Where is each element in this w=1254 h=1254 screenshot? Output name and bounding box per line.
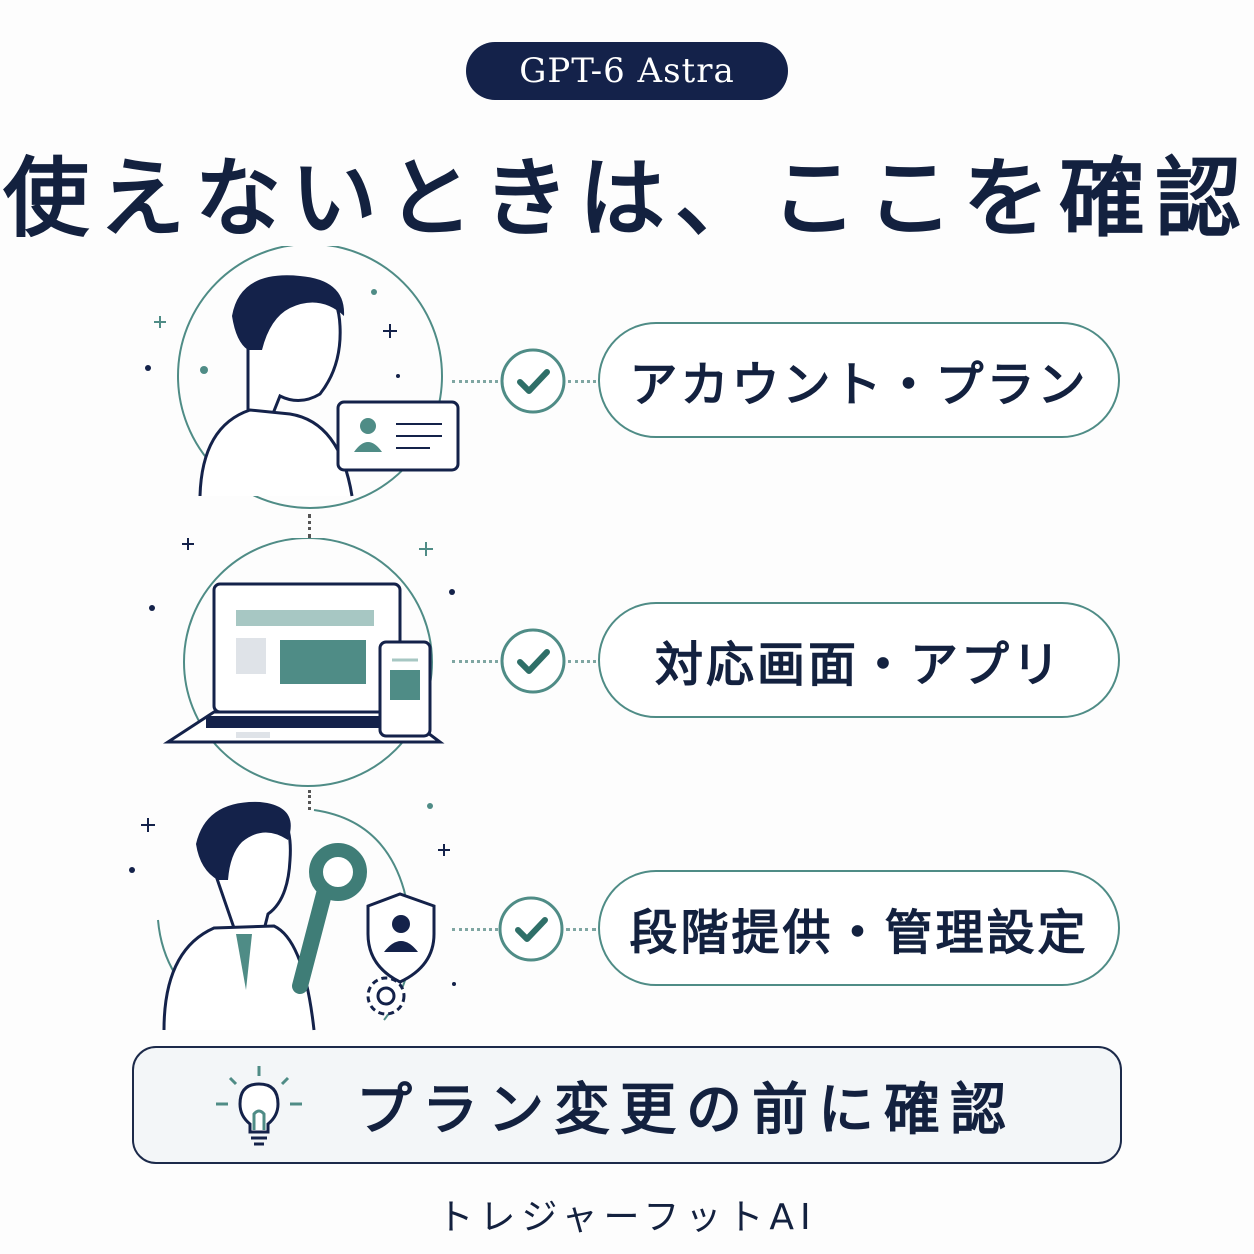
vertical-connector <box>308 514 311 538</box>
connector-dots <box>452 928 498 931</box>
notice-banner: プラン変更の前に確認 <box>132 1046 1122 1164</box>
model-badge: GPT-6 Astra <box>466 42 788 100</box>
account-illustration <box>145 246 460 509</box>
check-item-device: 対応画面・アプリ <box>598 602 1120 718</box>
page-title: 使えないときは、ここを確認 <box>3 148 1251 249</box>
connector-dots <box>568 380 596 383</box>
check-item-account: アカウント・プラン <box>598 322 1120 438</box>
brand-footer: トレジャーフットAI <box>437 1197 817 1238</box>
connector-dots <box>566 928 596 931</box>
check-icon <box>500 628 566 694</box>
lightbulb-icon <box>216 1066 302 1146</box>
connector-dots <box>452 660 498 663</box>
vertical-connector <box>308 790 311 810</box>
connector-dots <box>568 660 596 663</box>
connector-dots <box>452 380 498 383</box>
banner-text: プラン変更の前に確認 <box>356 1076 1016 1143</box>
admin-illustration <box>129 801 456 1031</box>
device-illustration <box>149 538 455 787</box>
check-item-admin: 段階提供・管理設定 <box>598 870 1120 986</box>
check-icon <box>500 348 566 414</box>
check-icon <box>498 896 564 962</box>
